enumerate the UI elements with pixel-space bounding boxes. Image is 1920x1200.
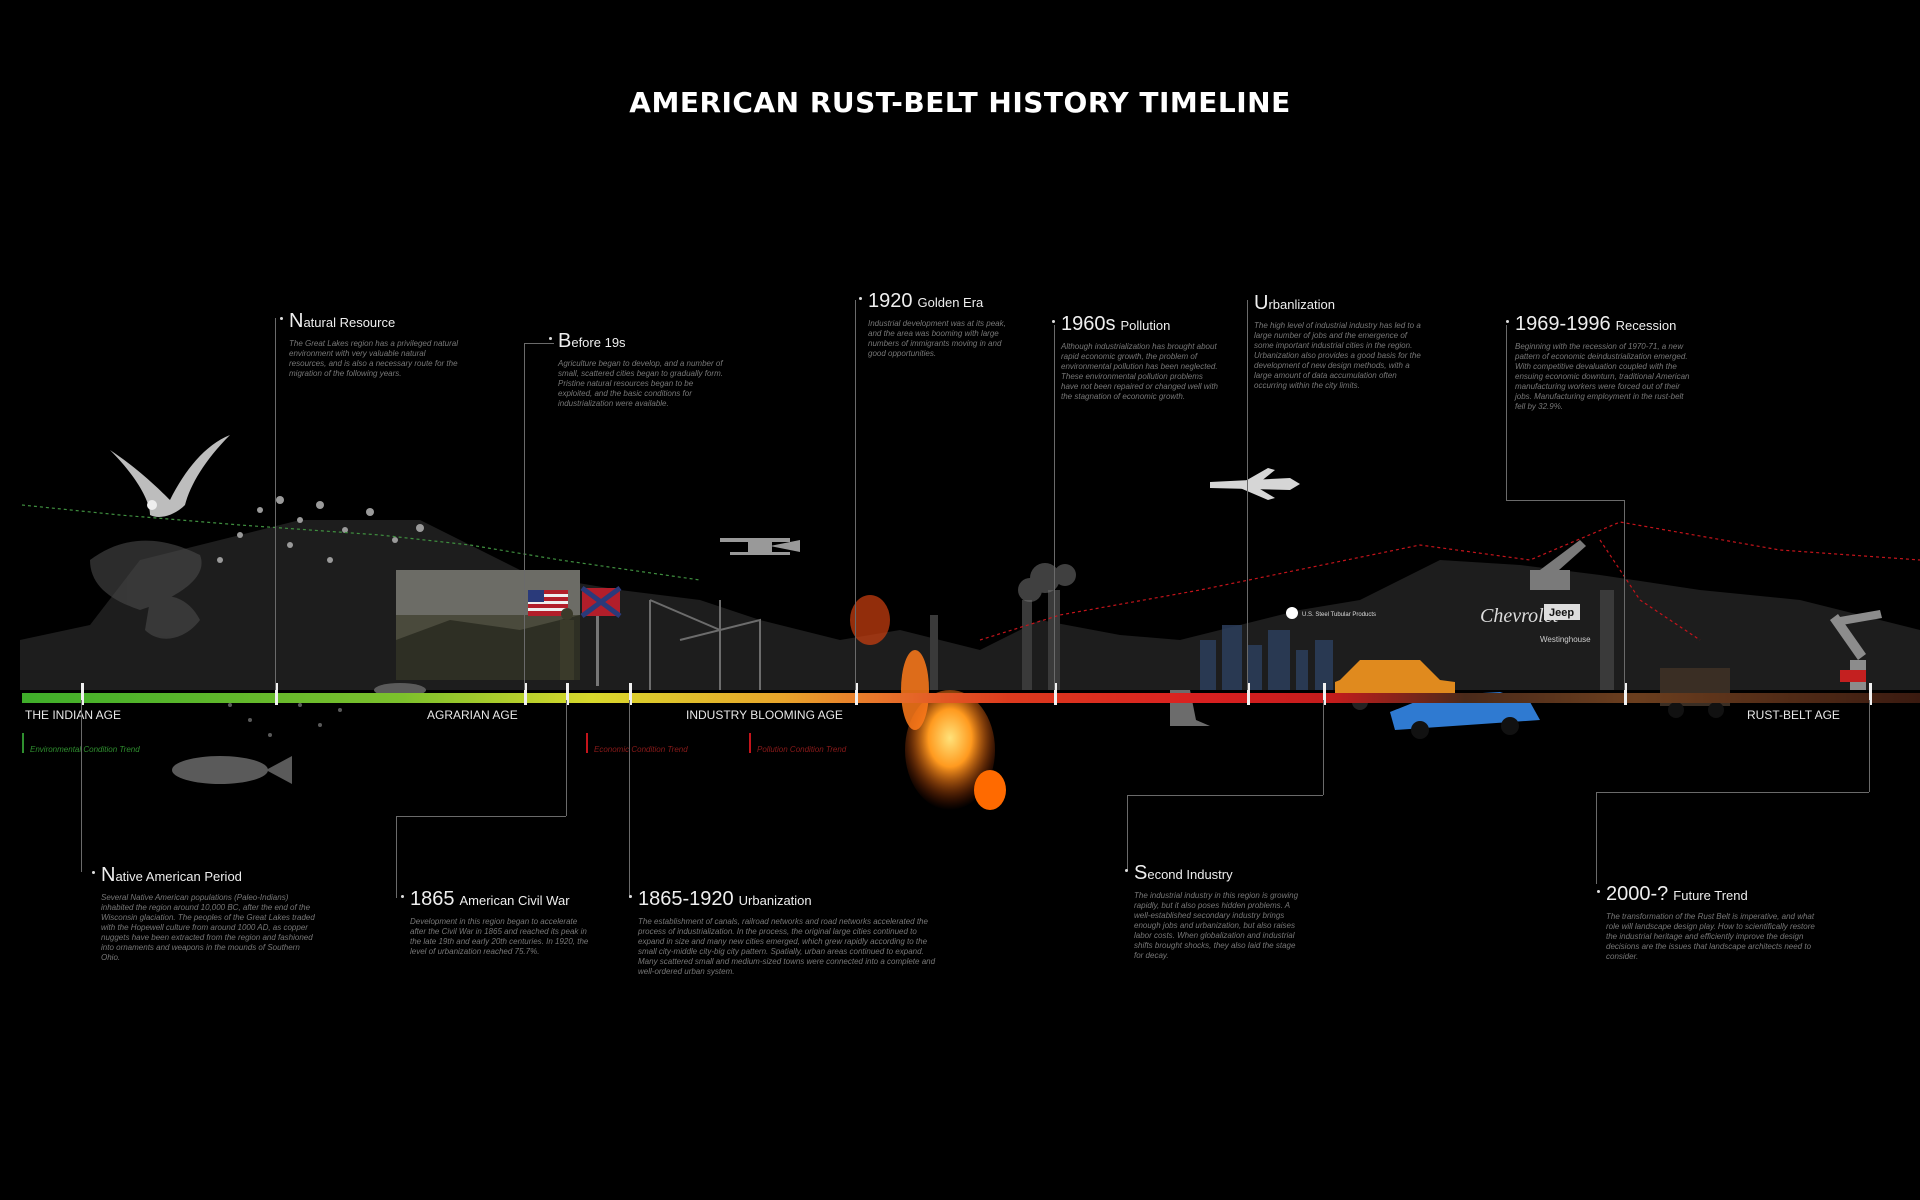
timeline-tick (1247, 683, 1250, 705)
city-buildings (1200, 625, 1333, 690)
eagle-icon (110, 435, 230, 517)
connector-line (1247, 300, 1248, 690)
connector-line (1596, 792, 1869, 793)
brand-jeep: Jeep (1549, 607, 1574, 619)
event-natural-resource: Natural Resource The Great Lakes region … (280, 310, 459, 379)
timeline-tick (1624, 683, 1627, 705)
industrial-crane (649, 599, 761, 690)
age-industry-blooming: INDUSTRY BLOOMING AGE (686, 708, 843, 722)
timeline-tick (1323, 683, 1326, 705)
bird-flock (217, 496, 424, 563)
brand-chevrolet: Chevrolet (1480, 605, 1559, 627)
smoke-clouds (1018, 563, 1076, 602)
event-second-industry: Second Industry The industrial industry … (1125, 862, 1304, 961)
event-urbanlization: Urbanlization The high level of industri… (1254, 292, 1421, 390)
connector-line (275, 318, 276, 690)
timeline-tick (1054, 683, 1057, 705)
lakes-shape (90, 540, 202, 639)
event-2000-future-trend: 2000-?Future Trend The transformation of… (1597, 883, 1821, 962)
connector-line (629, 700, 630, 898)
connector-line (1596, 792, 1597, 884)
connector-line (855, 300, 856, 690)
timeline-tick (629, 683, 632, 705)
event-before-19s: Before 19s Agriculture began to develop,… (549, 330, 728, 409)
timeline-tick (524, 683, 527, 705)
robot-arm-icon (1830, 610, 1882, 690)
legend-economic: Economic Condition Trend (586, 733, 688, 754)
legend-pollution: Pollution Condition Trend (749, 733, 846, 754)
environmental-condition-trend-line (21, 504, 701, 581)
connector-line (1624, 500, 1625, 690)
connector-line (524, 343, 554, 344)
airplane-icon (1210, 468, 1300, 500)
city-silhouette (20, 520, 1920, 690)
us-steel-logo: U.S. Steel Tubular Products (1286, 607, 1376, 619)
age-indian: THE INDIAN AGE (25, 708, 122, 722)
page-title: AMERICAN RUST-BELT HISTORY TIMELINE (629, 86, 1291, 119)
connector-line (1506, 500, 1624, 501)
connector-line (1869, 700, 1870, 792)
timeline-ribbon (22, 690, 1920, 703)
connector-line (1127, 795, 1323, 796)
event-native-american-period: Native American Period Several Native Am… (92, 864, 316, 963)
connector-line (1506, 325, 1507, 500)
economic-condition-trend-line (979, 521, 1920, 641)
connector-line (396, 816, 566, 817)
timeline-tick (81, 683, 84, 705)
brand-us-steel: U.S. Steel Tubular Products (1302, 612, 1376, 618)
flag-usa (528, 590, 568, 616)
landscape-painting (396, 570, 580, 680)
connector-line (396, 816, 397, 898)
age-rust-belt: RUST-BELT AGE (1747, 708, 1840, 722)
biplane-icon (720, 538, 800, 555)
timeline-tick (275, 683, 278, 705)
connector-line (1054, 325, 1055, 690)
connector-line (1323, 700, 1324, 795)
fire-flames (850, 595, 1006, 810)
jeep-logo: Jeep (1544, 604, 1580, 620)
chevrolet-logo: Chevrolet (1480, 605, 1559, 627)
connector-line (524, 343, 525, 690)
timeline-tick (566, 683, 569, 705)
age-agrarian: AGRARIAN AGE (427, 708, 518, 722)
soldier-figure (560, 608, 574, 680)
timeline-tick (1869, 683, 1872, 705)
legend-environmental: Environmental Condition Trend (22, 733, 140, 754)
brand-westinghouse: Westinghouse (1540, 635, 1591, 644)
flag-confederate (580, 585, 622, 686)
connector-line (1127, 795, 1128, 870)
excavator-icon (1530, 540, 1586, 590)
smokestacks (930, 590, 1614, 690)
timeline-tick (855, 683, 858, 705)
westinghouse-logo: Westinghouse (1540, 635, 1591, 644)
pollution-condition-trend-line (1599, 539, 1701, 641)
connector-line (81, 700, 82, 872)
connector-line (566, 700, 567, 816)
